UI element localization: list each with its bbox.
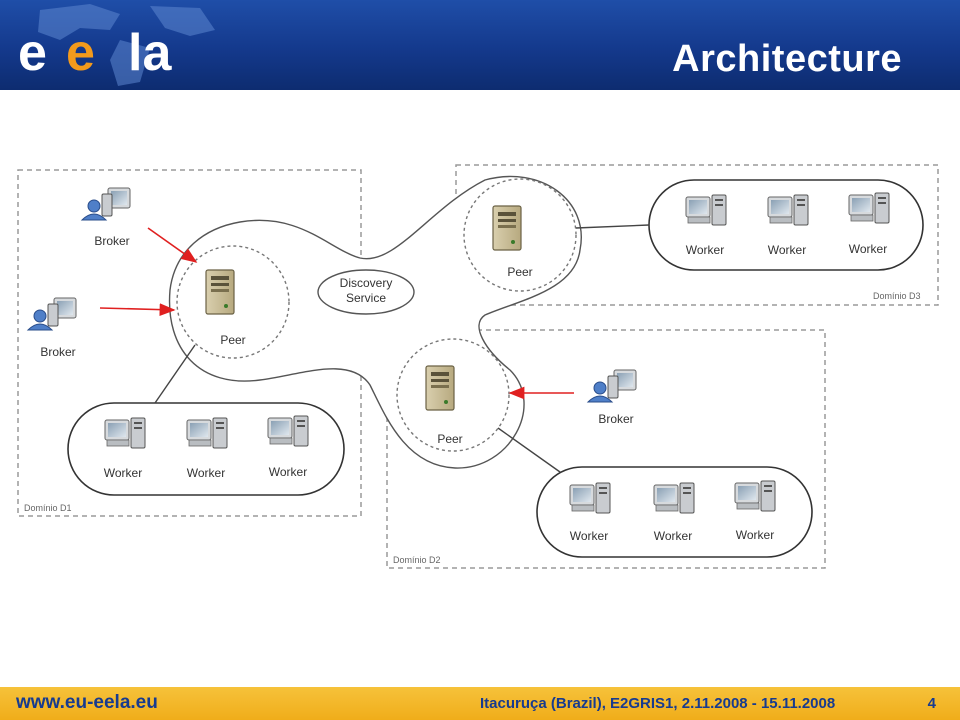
page-number: 4 xyxy=(927,695,936,712)
worker-d3-2-label: Worker xyxy=(768,243,806,257)
link-peer-d2-pool xyxy=(497,427,561,473)
peer-d2: Peer xyxy=(425,365,463,446)
worker-d3-3-label: Worker xyxy=(849,242,887,256)
peer-d2-label: Peer xyxy=(437,432,462,446)
peer-d3: Peer xyxy=(492,205,533,279)
broker-d2-label: Broker xyxy=(598,412,633,426)
footer-url[interactable]: www.eu-eela.eu xyxy=(16,692,158,713)
svg-text:e: e xyxy=(18,24,47,82)
worker-d1-1: Worker xyxy=(104,417,146,480)
peer-d3-label: Peer xyxy=(507,265,532,279)
link-peer-d1-pool xyxy=(154,344,196,404)
arrow-broker-d1b xyxy=(99,303,176,317)
worker-d3-3: Worker xyxy=(848,192,890,256)
peer-d1-ring xyxy=(176,245,290,359)
overlay-network-blob xyxy=(168,175,582,469)
arrow-broker-d1a xyxy=(147,227,198,263)
worker-d1-1-label: Worker xyxy=(104,466,142,480)
worker-d3-1-label: Worker xyxy=(686,243,724,257)
worker-d2-1-label: Worker xyxy=(570,529,608,543)
peer-d1-label: Peer xyxy=(220,333,245,347)
broker-d2: Broker xyxy=(587,369,637,426)
worker-d2-3-label: Worker xyxy=(736,528,774,542)
worker-d1-2-label: Worker xyxy=(187,466,225,480)
worker-d2-2-label: Worker xyxy=(654,529,692,543)
worker-d1-3-label: Worker xyxy=(269,465,307,479)
architecture-diagram: Discovery Service Peer Peer Peer Broker … xyxy=(17,164,939,569)
svg-text:e: e xyxy=(66,24,95,82)
worker-d1-2: Worker xyxy=(186,417,228,480)
domain-d1-label: Domínio D1 xyxy=(24,503,72,513)
broker-d1a: Broker xyxy=(81,187,131,248)
broker-d1b-label: Broker xyxy=(40,345,75,359)
domain-d2-label: Domínio D2 xyxy=(393,555,441,565)
svg-text:la: la xyxy=(128,24,172,82)
header-bar: e e la Architecture xyxy=(0,0,960,90)
domain-d2-box xyxy=(386,329,826,569)
footer-event-info: Itacuruça (Brazil), E2GRIS1, 2.11.2008 -… xyxy=(480,695,836,712)
worker-d2-3: Worker xyxy=(734,480,776,542)
broker-d1a-label: Broker xyxy=(94,234,129,248)
footer-bar: www.eu-eela.eu Itacuruça (Brazil), E2GRI… xyxy=(0,687,960,720)
broker-d1b: Broker xyxy=(27,297,77,359)
peer-d1: Peer xyxy=(205,269,246,347)
page-title: Architecture xyxy=(672,38,902,80)
peer-d3-ring xyxy=(463,178,577,292)
link-peer-d3-pool xyxy=(575,224,650,229)
worker-d3-2: Worker xyxy=(767,194,809,257)
eela-logo: e e la xyxy=(18,4,215,86)
discovery-service-label-2: Service xyxy=(346,291,386,305)
discovery-service-ellipse xyxy=(317,269,415,315)
worker-d2-2: Worker xyxy=(653,482,695,543)
discovery-service-label-1: Discovery xyxy=(340,276,393,290)
worker-d1-3: Worker xyxy=(267,415,309,479)
worker-d3-1: Worker xyxy=(685,194,727,257)
worker-d2-1: Worker xyxy=(569,482,611,543)
domain-d3-label: Domínio D3 xyxy=(873,291,921,301)
